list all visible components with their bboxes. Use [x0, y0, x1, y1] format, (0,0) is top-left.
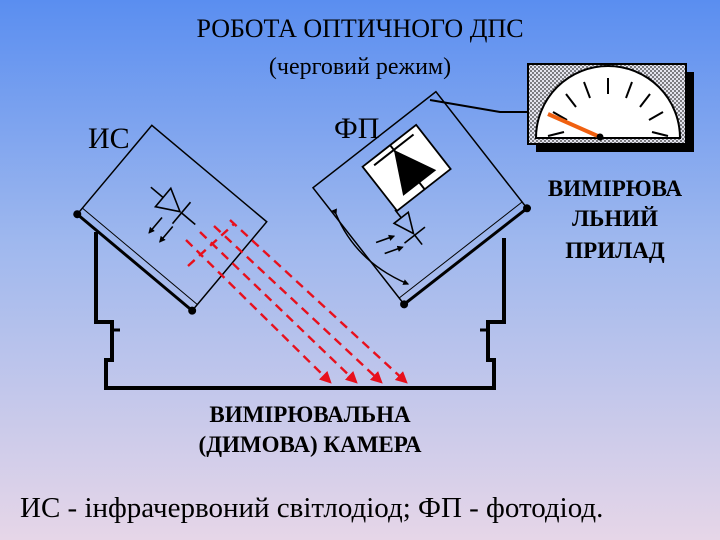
photodiode-label: ФП — [334, 112, 380, 145]
ir-emitter — [73, 124, 268, 315]
emitter-label: ИС — [88, 122, 130, 155]
measuring-instrument — [527, 63, 694, 152]
photodiode-symbol — [373, 133, 437, 196]
meter-label-line-3: ПРИЛАД — [565, 238, 665, 263]
led-symbol — [148, 186, 196, 243]
gauge-ticks — [547, 78, 669, 137]
legend-text: ИС - інфрачервоний світлодіод; ФП - фото… — [20, 492, 604, 524]
meter-label-line-2: ЛЬНИЙ — [571, 206, 658, 231]
chamber-label-line-1: ВИМІРЮВАЛЬНА — [209, 402, 411, 427]
smoke-chamber — [94, 232, 506, 390]
meter-label-line-1: ВИМІРЮВА — [547, 176, 683, 201]
ir-beam — [185, 219, 408, 384]
page-subtitle: (черговий режим) — [268, 54, 452, 80]
gauge-needle — [547, 112, 601, 139]
chamber-label-line-2: (ДИМОВА) КАМЕРА — [198, 432, 422, 457]
signal-wire — [429, 99, 530, 113]
photodiode-small-symbol — [375, 209, 426, 255]
photodiode-arc-arrow — [331, 208, 410, 285]
page-title: РОБОТА ОПТИЧНОГО ДПС — [196, 14, 524, 43]
